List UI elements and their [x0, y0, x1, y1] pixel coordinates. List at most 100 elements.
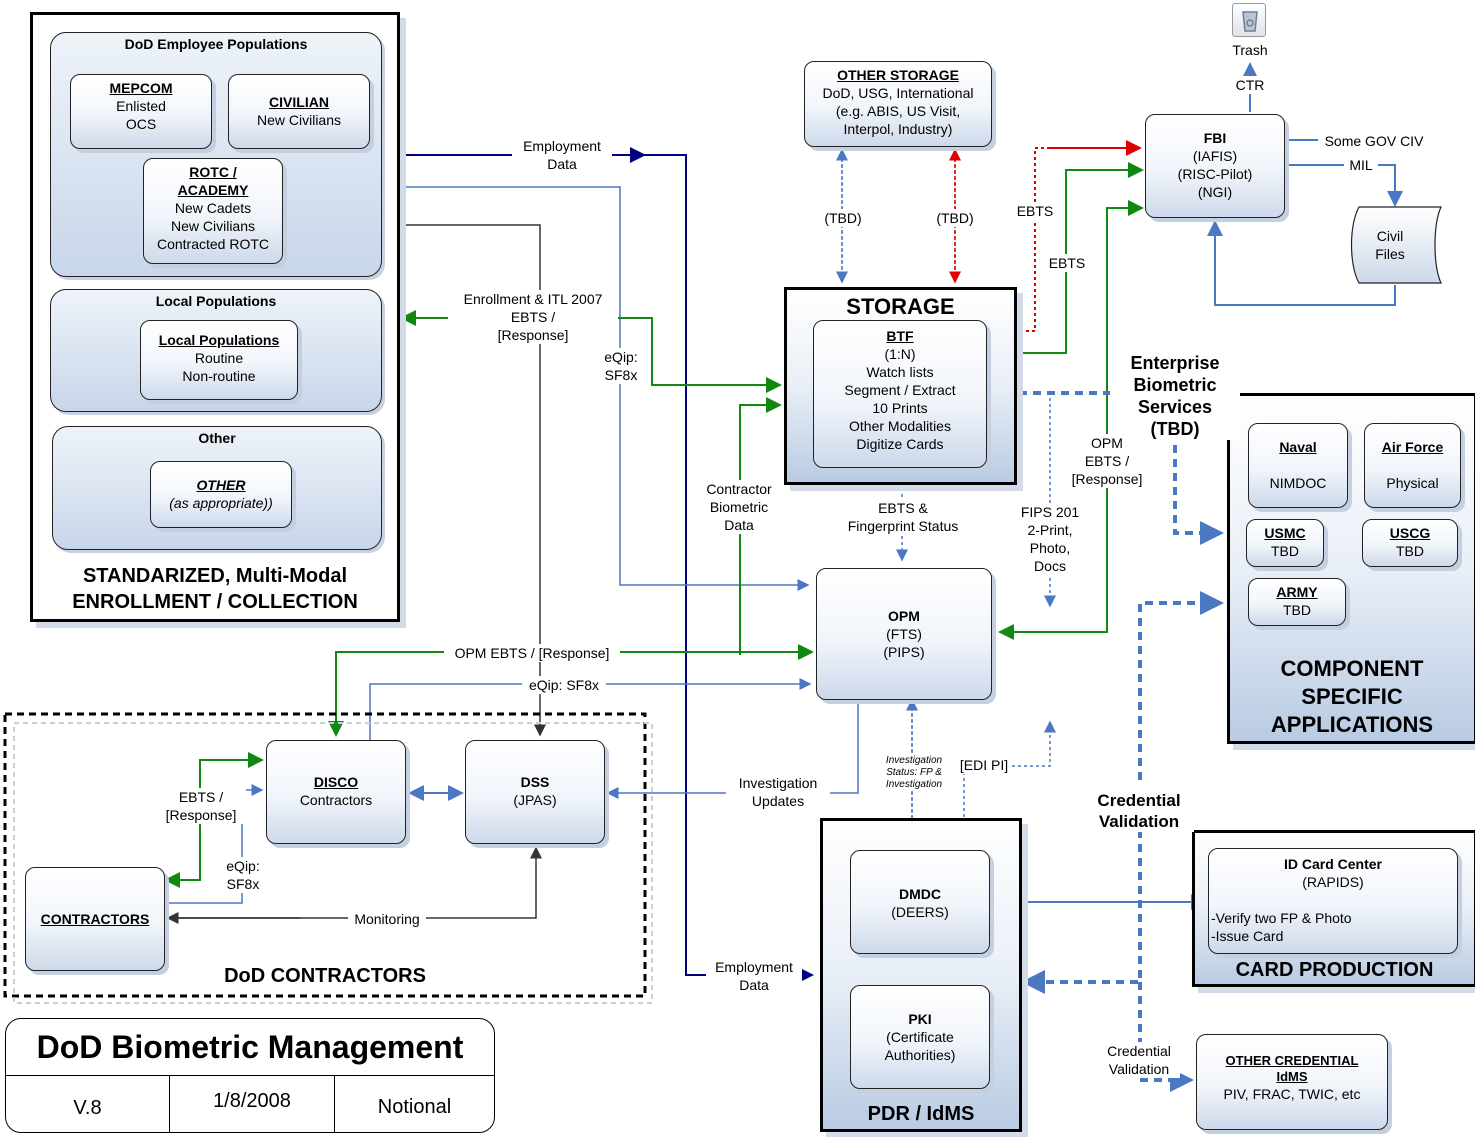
enrollment-footer-line: STANDARIZED, Multi-Modal [82, 565, 348, 587]
opm-line: (PIPS) [883, 644, 925, 660]
contractors-title: CONTRACTORS [40, 911, 150, 927]
btf-line: Watch lists [866, 364, 934, 380]
label-line: EBTS / [178, 789, 224, 805]
civil-files-shape [1350, 206, 1442, 284]
rotc-title: ROTC / [189, 164, 237, 180]
id-card-center-box[interactable]: ID Card Center (RAPIDS) -Verify two FP &… [1208, 848, 1458, 954]
label-line: eQip: [226, 858, 260, 874]
uscg-title: USCG [1389, 525, 1431, 541]
enrollment-footer: STANDARIZED, Multi-Modal ENROLLMENT / CO… [30, 563, 400, 615]
other-storage-line: (e.g. ABIS, US Visit, [835, 103, 961, 119]
label-line: [Response] [165, 807, 237, 823]
rotc-line: New Civilians [170, 218, 256, 234]
pki-line: Authorities) [884, 1047, 956, 1063]
btf-line: Segment / Extract [844, 382, 956, 398]
other-storage-line: Interpol, Industry) [843, 121, 953, 137]
rotc-academy-box[interactable]: ROTC / ACADEMY New Cadets New Civilians … [143, 158, 283, 264]
label-contractor-biometric: Contractor Biometric Data [694, 480, 784, 534]
disco-box[interactable]: DISCO Contractors [266, 740, 406, 844]
rotc-title: ACADEMY [177, 182, 249, 198]
card-title: ID Card Center [1283, 856, 1383, 872]
dss-title: DSS [520, 774, 550, 790]
fbi-title: FBI [1203, 130, 1227, 146]
uscg-box[interactable]: USCG TBD [1362, 519, 1458, 567]
label-line: SF8x [604, 367, 638, 383]
other-cred-title: IdMS [1276, 1069, 1308, 1084]
card-line: -Verify two FP & Photo [1211, 910, 1352, 926]
mepcom-box[interactable]: MEPCOM Enlisted OCS [70, 74, 212, 149]
label-line: 2-Print, [1027, 522, 1073, 538]
label-line: Validation [1098, 812, 1180, 831]
contractors-box[interactable]: CONTRACTORS [25, 867, 165, 971]
usmc-title: USMC [1264, 525, 1306, 541]
enterprise-line: Enterprise [1130, 353, 1220, 373]
storage-title: STORAGE [846, 294, 955, 319]
version-label: V.8 [6, 1076, 170, 1132]
edge-credential-pdr [1021, 830, 1142, 994]
component-footer-line: SPECIFIC [1301, 684, 1403, 709]
disco-line: Contractors [299, 792, 373, 808]
other-credential-box[interactable]: OTHER CREDENTIAL IdMS PIV, FRAC, TWIC, e… [1196, 1034, 1388, 1130]
label-line: Photo, [1029, 540, 1071, 556]
civilian-title: CIVILIAN [269, 94, 329, 110]
label-line: [Response] [1071, 471, 1143, 487]
mepcom-title: MEPCOM [109, 80, 173, 96]
label-line: Employment [715, 959, 793, 975]
other-storage-title: OTHER STORAGE [837, 67, 959, 83]
local-line: Non-routine [182, 368, 256, 384]
fbi-box[interactable]: FBI (IAFIS) (RISC-Pilot) (NGI) [1145, 114, 1285, 218]
label-line: Investigation [738, 775, 818, 791]
label-line: FIPS 201 [1020, 504, 1080, 520]
title-block: DoD Biometric Management V.8 1/8/2008 No… [5, 1018, 495, 1133]
enrollment-footer-line: ENROLLMENT / COLLECTION [72, 591, 358, 613]
label-line: Biometric [709, 499, 769, 515]
dss-box[interactable]: DSS (JPAS) [465, 740, 605, 844]
label-ebts-response-left: EBTS / [Response] [156, 788, 246, 824]
other-cred-line: PIV, FRAC, TWIC, etc [1223, 1086, 1361, 1102]
army-box[interactable]: ARMY TBD [1248, 578, 1346, 626]
edge-employment-data-top [382, 154, 814, 983]
edge-investigation-updates [606, 700, 859, 799]
disco-title: DISCO [313, 774, 359, 790]
dmdc-box[interactable]: DMDC (DEERS) [850, 850, 990, 954]
mepcom-line: Enlisted [116, 98, 166, 114]
local-populations-box[interactable]: Local Populations Routine Non-routine [140, 320, 298, 400]
label-line: Data [739, 977, 769, 993]
enterprise-line: Services [1137, 397, 1213, 417]
date-label: 1/8/2008 [170, 1076, 335, 1132]
label-fips: FIPS 201 2-Print, Photo, Docs [1012, 503, 1088, 575]
label-mil: MIL [1344, 156, 1378, 174]
other-box[interactable]: OTHER (as appropriate)) [150, 461, 292, 528]
uscg-line: TBD [1396, 543, 1424, 559]
trash-icon [1232, 3, 1266, 37]
component-footer-line: COMPONENT [1280, 656, 1424, 681]
airforce-box[interactable]: Air Force Physical [1364, 423, 1461, 508]
naval-title: Naval [1279, 439, 1317, 455]
opm-line: (FTS) [886, 626, 922, 642]
label-enrollment-itl: Enrollment & ITL 2007 EBTS / [Response] [448, 290, 618, 344]
btf-line: Digitize Cards [856, 436, 944, 452]
opm-box[interactable]: OPM (FTS) (PIPS) [816, 568, 992, 700]
status-label: Notional [377, 1096, 452, 1118]
contractors-footer: DoD CONTRACTORS [224, 965, 426, 987]
civilian-box[interactable]: CIVILIAN New Civilians [228, 74, 370, 149]
dss-line: (JPAS) [513, 792, 557, 808]
other-storage-box[interactable]: OTHER STORAGE DoD, USG, International (e… [804, 61, 992, 147]
label-line: SF8x [226, 876, 260, 892]
label-investigation-updates: Investigation Updates [726, 774, 830, 810]
usmc-box[interactable]: USMC TBD [1246, 519, 1324, 567]
label-line: Investigation [885, 755, 943, 766]
label-credential-validation-big: Credential Validation [1084, 790, 1194, 832]
local-title: Local Populations [158, 332, 280, 348]
label-line: Validation [1108, 1061, 1170, 1077]
edge-eqip-mid [369, 678, 812, 740]
pki-box[interactable]: PKI (Certificate Authorities) [850, 985, 990, 1089]
label-investigation-status: Investigation Status: FP & Investigation [874, 755, 954, 791]
component-footer: COMPONENT SPECIFIC APPLICATIONS [1227, 655, 1475, 739]
label-employment-data-bottom: Employment Data [706, 958, 802, 994]
card-footer: CARD PRODUCTION [1235, 959, 1434, 981]
label-monitoring: Monitoring [348, 910, 426, 928]
label-employment-data-top: Employment Data [512, 137, 612, 173]
naval-box[interactable]: Naval NIMDOC [1248, 423, 1348, 508]
btf-box[interactable]: BTF (1:N) Watch lists Segment / Extract … [813, 320, 987, 468]
